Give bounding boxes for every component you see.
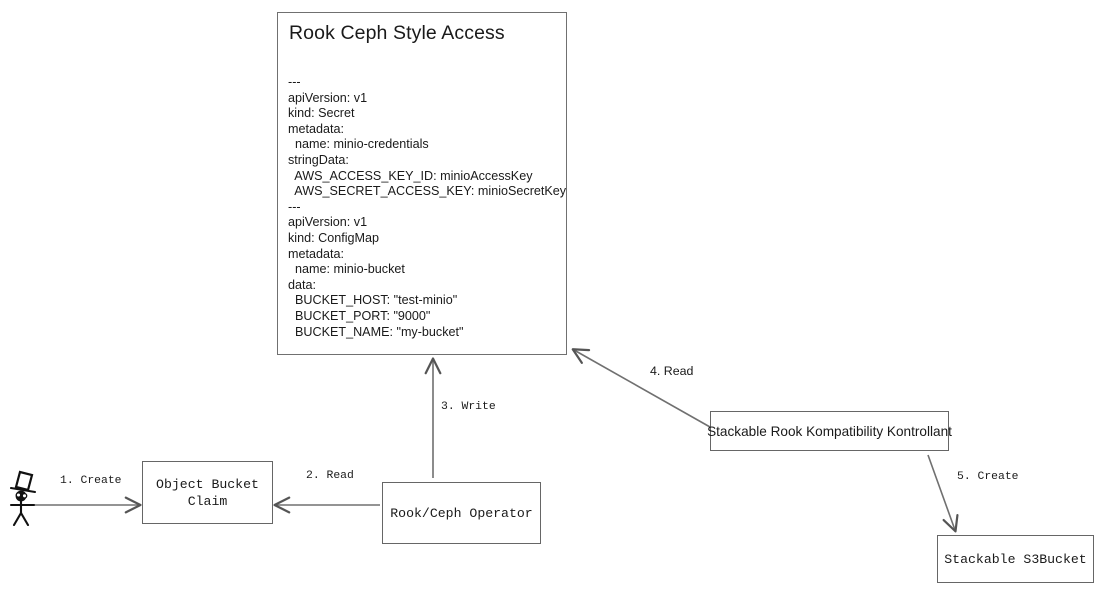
edge-label-write-3: 3. Write xyxy=(441,401,496,413)
edge-create-5 xyxy=(927,454,959,533)
edge-label-create-1: 1. Create xyxy=(60,475,122,487)
card-title: Rook Ceph Style Access xyxy=(289,22,505,44)
edge-read-4 xyxy=(571,348,711,428)
node-label: Rook/Ceph Operator xyxy=(390,505,533,521)
node-label: Object Bucket Claim xyxy=(156,476,259,509)
actor-stick-figure-icon xyxy=(9,470,37,526)
node-stackable-rook-kompatibility-kontrollant[interactable]: Stackable Rook Kompatibility Kontrollant xyxy=(707,411,952,451)
edge-label-read-2: 2. Read xyxy=(306,470,354,482)
edge-label-create-5: 5. Create xyxy=(957,471,1019,483)
node-label: Stackable S3Bucket xyxy=(944,551,1087,567)
node-stackable-s3bucket[interactable]: Stackable S3Bucket xyxy=(937,535,1094,583)
node-rook-ceph-operator[interactable]: Rook/Ceph Operator xyxy=(382,482,541,544)
rook-ceph-style-access-card: Rook Ceph Style Access --- apiVersion: v… xyxy=(277,12,567,355)
edge-label-read-4: 4. Read xyxy=(650,364,694,378)
yaml-manifest-text: --- apiVersion: v1 kind: Secret metadata… xyxy=(288,75,567,339)
node-object-bucket-claim[interactable]: Object Bucket Claim xyxy=(142,461,273,524)
node-label: Stackable Rook Kompatibility Kontrollant xyxy=(707,423,952,439)
